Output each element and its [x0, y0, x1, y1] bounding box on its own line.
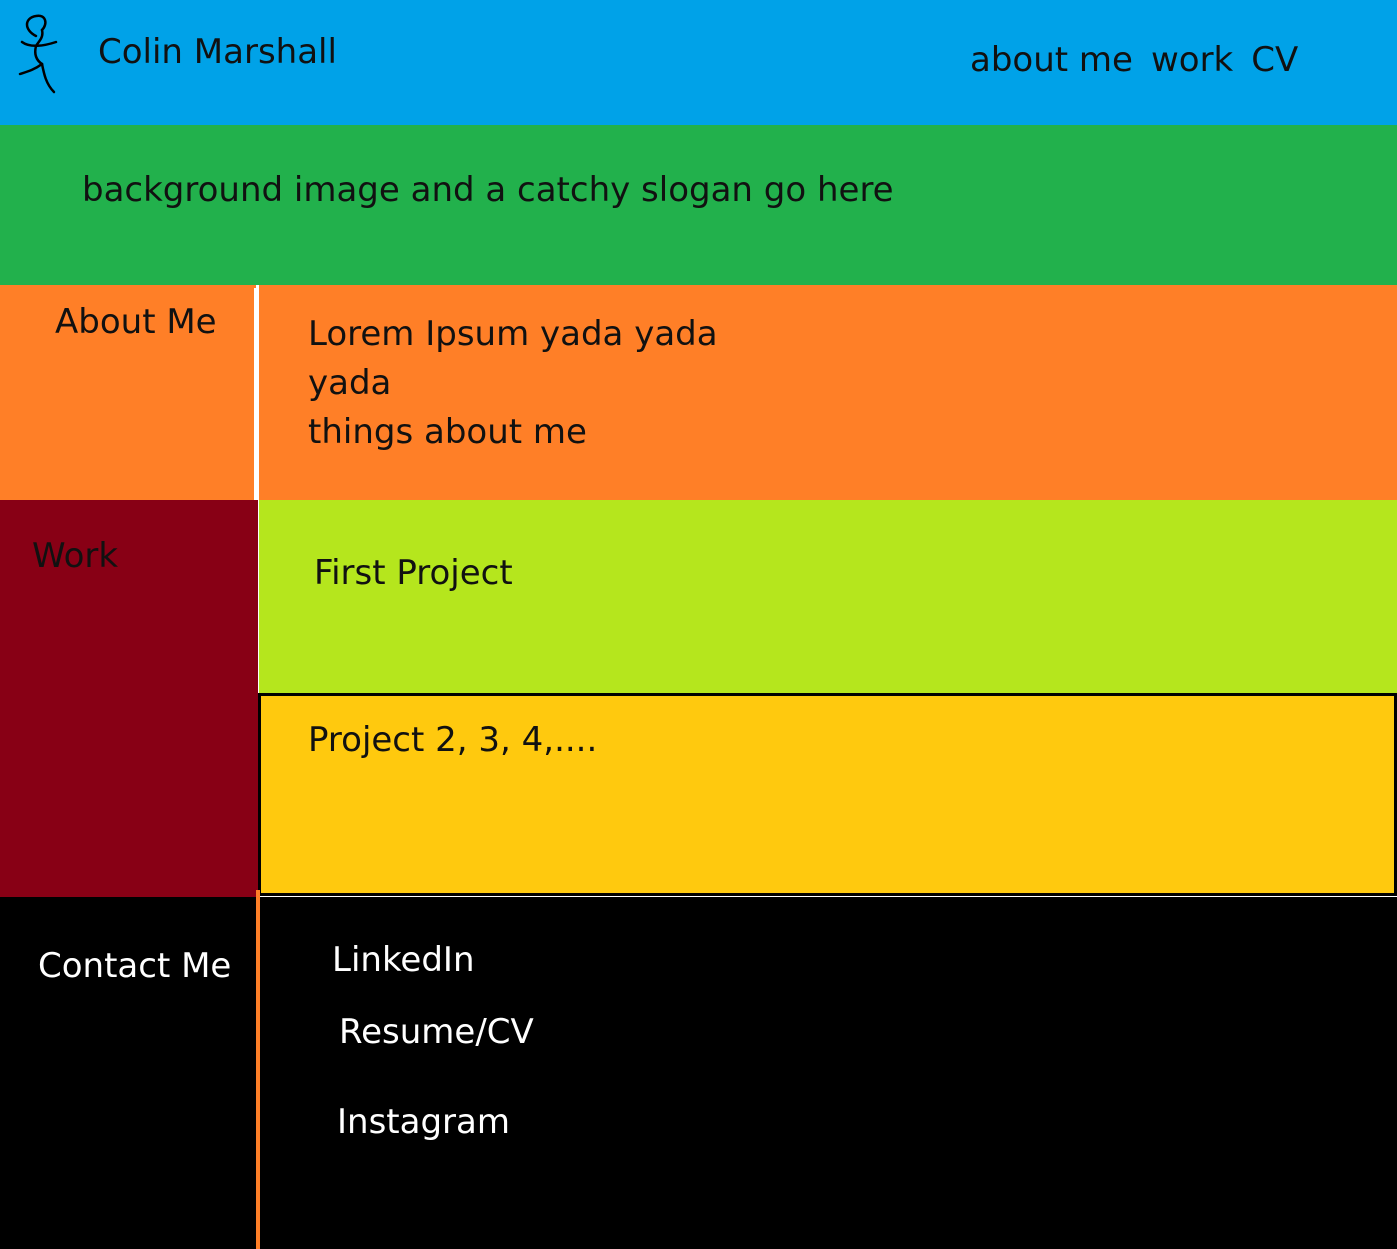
nav-link-work[interactable]: work [1150, 40, 1234, 80]
about-heading: About Me [55, 302, 217, 342]
instagram-link[interactable]: Instagram [337, 1102, 510, 1142]
hero-slogan: background image and a catchy slogan go … [82, 170, 894, 210]
nav-link-cv[interactable]: CV [1251, 40, 1299, 80]
about-line: things about me [308, 412, 587, 452]
stick-figure-icon[interactable] [14, 12, 64, 96]
nav-link-about-me[interactable]: about me [970, 40, 1133, 80]
linkedin-link[interactable]: LinkedIn [332, 940, 475, 980]
work-label-cell [0, 500, 258, 900]
about-line: yada [308, 363, 392, 403]
contact-divider [256, 890, 260, 1249]
project-title: First Project [314, 553, 513, 593]
project-card-more[interactable] [258, 693, 1397, 896]
about-line: Lorem Ipsum yada yada [308, 314, 718, 354]
about-label-cell [0, 285, 256, 500]
site-name[interactable]: Colin Marshall [98, 32, 337, 72]
contact-heading: Contact Me [38, 946, 232, 986]
work-heading: Work [32, 536, 119, 576]
about-content-cell [259, 285, 1397, 500]
main-nav: about me work CV [970, 40, 1298, 80]
resume-cv-link[interactable]: Resume/CV [339, 1012, 534, 1052]
contact-section [0, 897, 1397, 1249]
about-divider [254, 288, 259, 500]
hero-banner [0, 125, 1397, 285]
project-card-first[interactable] [259, 500, 1397, 694]
site-header [0, 0, 1397, 125]
about-body: Lorem Ipsum yada yada yada things about … [308, 310, 718, 457]
project-title: Project 2, 3, 4,.... [308, 720, 598, 760]
